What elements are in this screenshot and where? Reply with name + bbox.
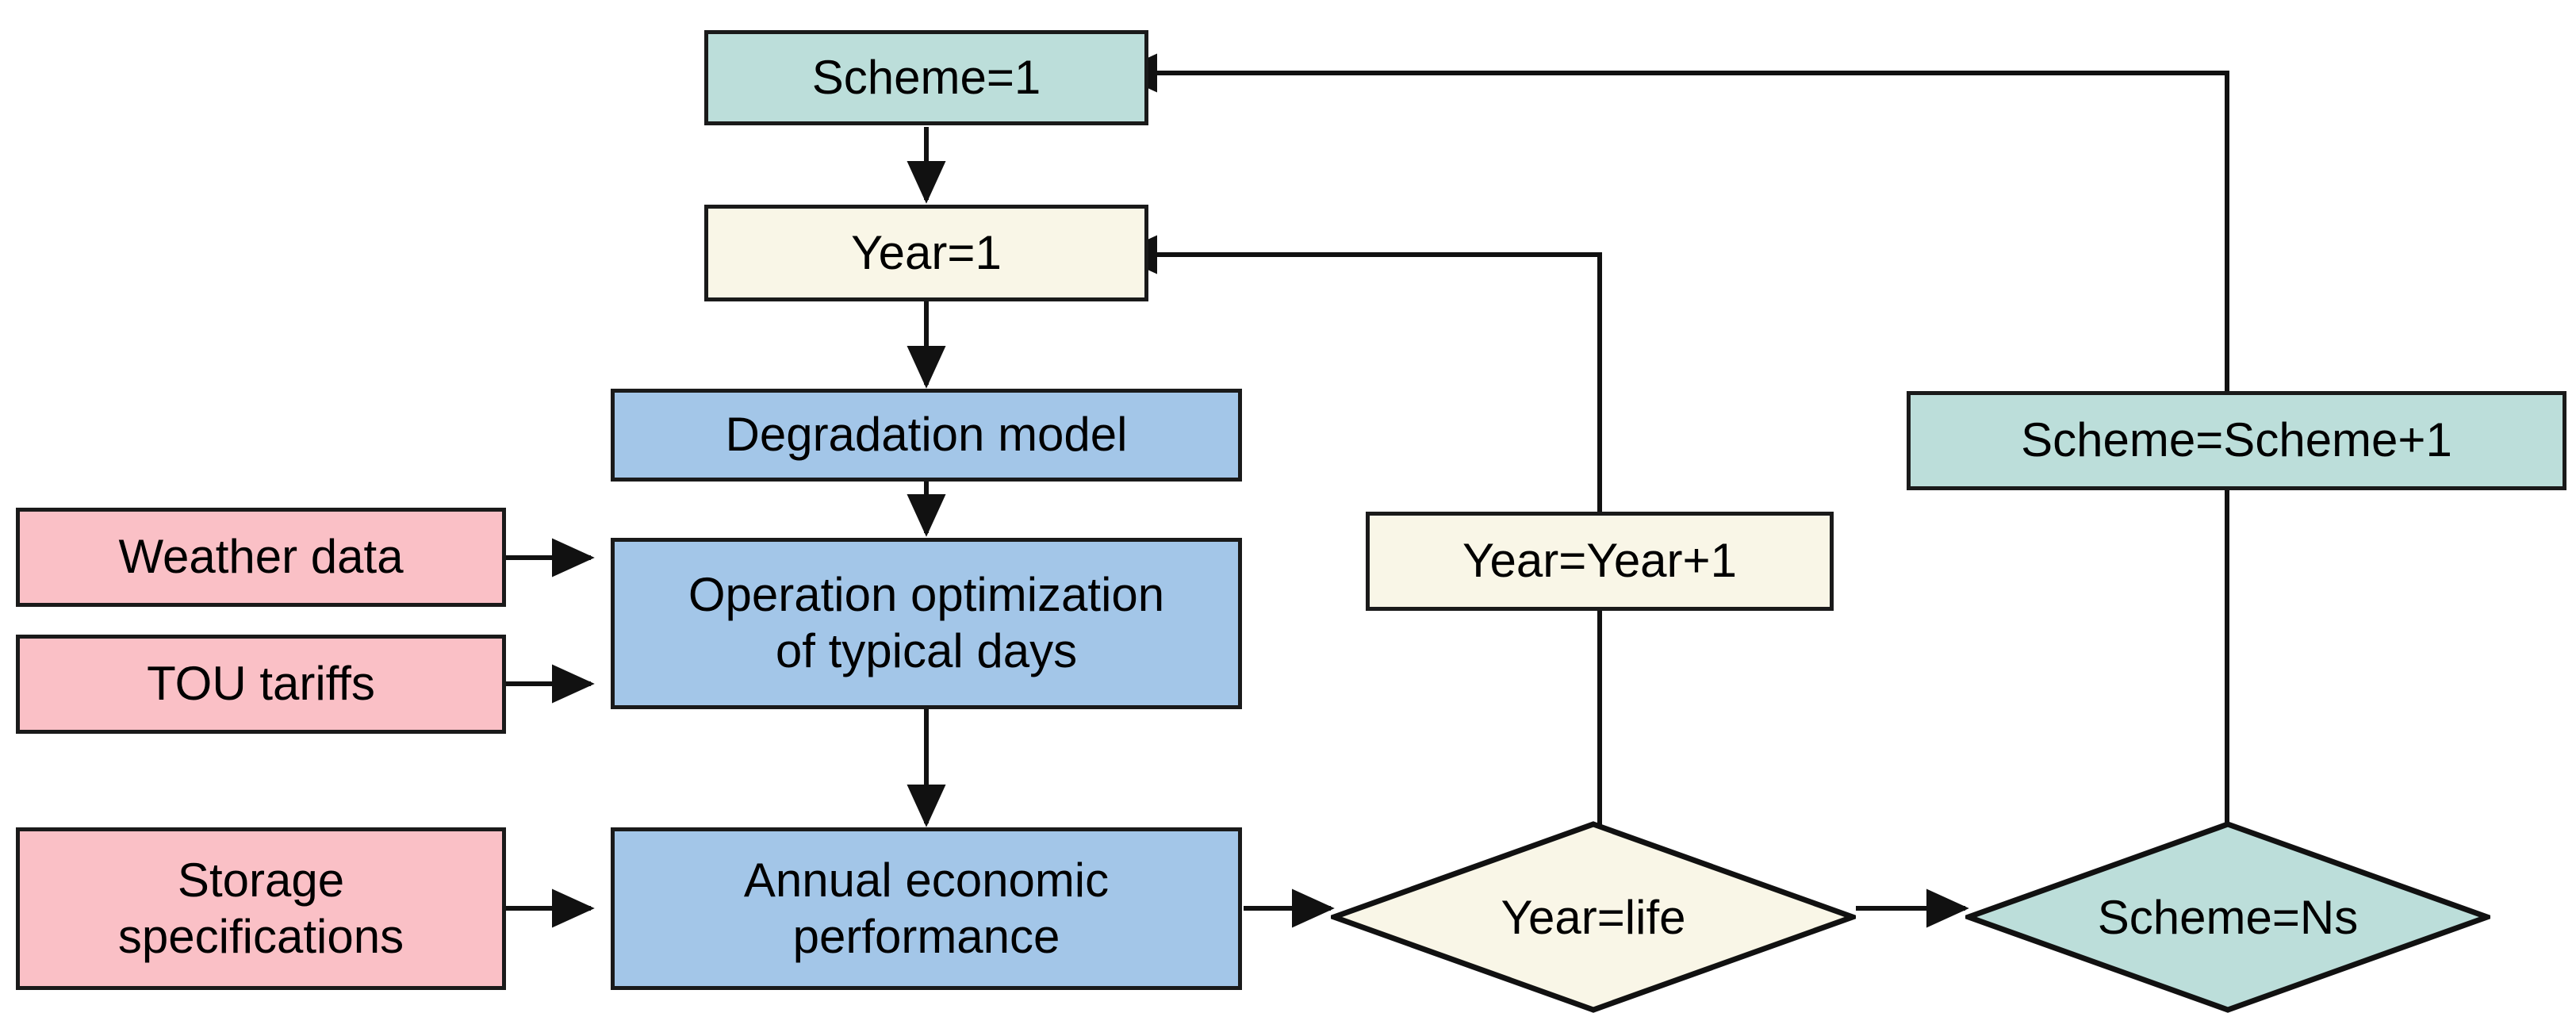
node-operation-optimization-label: Operation optimization of typical days — [688, 568, 1165, 677]
node-tou-tariffs-label: TOU tariffs — [147, 657, 375, 711]
node-year-init-label: Year=1 — [851, 225, 1002, 279]
node-scheme-ns-decision-label: Scheme=Ns — [2097, 890, 2359, 944]
node-scheme-init[interactable]: Scheme=1 — [704, 30, 1148, 125]
node-operation-optimization[interactable]: Operation optimization of typical days — [611, 538, 1242, 709]
node-annual-economic-performance[interactable]: Annual economic performance — [611, 827, 1242, 990]
node-degradation-model-label: Degradation model — [725, 408, 1128, 462]
node-year-increment-label: Year=Year+1 — [1462, 534, 1737, 588]
node-year-increment[interactable]: Year=Year+1 — [1366, 512, 1834, 611]
node-year-life-decision[interactable]: Year=life — [1331, 821, 1856, 1013]
node-scheme-ns-decision[interactable]: Scheme=Ns — [1965, 821, 2490, 1013]
node-tou-tariffs[interactable]: TOU tariffs — [16, 635, 506, 734]
node-scheme-init-label: Scheme=1 — [811, 50, 1041, 104]
node-storage-specifications[interactable]: Storage specifications — [16, 827, 506, 990]
node-year-life-decision-label: Year=life — [1501, 890, 1686, 944]
node-weather-data-label: Weather data — [118, 530, 404, 584]
node-weather-data[interactable]: Weather data — [16, 508, 506, 607]
node-year-init[interactable]: Year=1 — [704, 205, 1148, 301]
node-storage-specifications-label: Storage specifications — [117, 853, 404, 963]
year-life-diamond-shape — [1331, 821, 1856, 1013]
scheme-ns-diamond-shape — [1965, 821, 2490, 1013]
node-annual-economic-performance-label: Annual economic performance — [743, 853, 1110, 963]
node-scheme-increment-label: Scheme=Scheme+1 — [2021, 413, 2452, 467]
node-degradation-model[interactable]: Degradation model — [611, 389, 1242, 482]
node-scheme-increment[interactable]: Scheme=Scheme+1 — [1907, 391, 2566, 490]
